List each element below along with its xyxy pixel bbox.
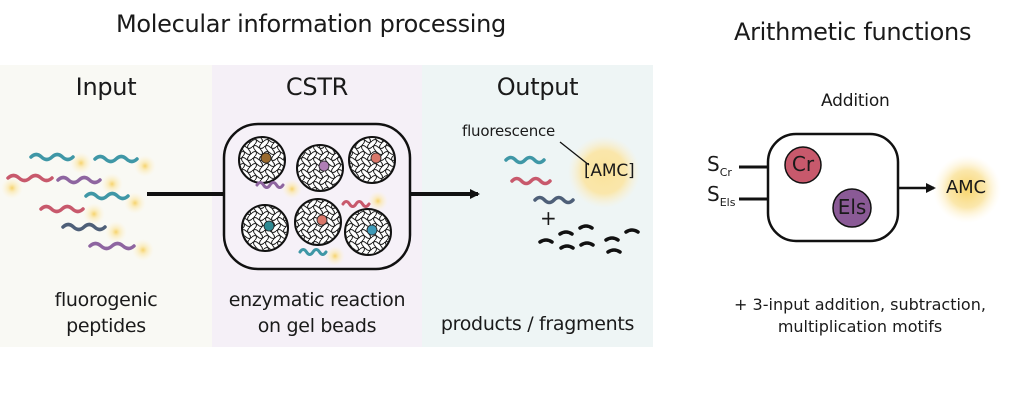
fluorophore-glow: [325, 246, 345, 266]
fragment: [538, 238, 554, 244]
enzyme-els: [832, 188, 872, 228]
output-peptides: [504, 155, 575, 205]
amc-output-label: AMC: [946, 177, 986, 198]
peptide: [533, 195, 575, 205]
cstr-caption-line: enzymatic reaction: [228, 289, 406, 311]
fluorophore-glow: [134, 155, 156, 177]
peptide-fragments: [538, 224, 640, 254]
fluorescence-pointer: [559, 141, 590, 166]
input-scr-label: SCr: [707, 152, 732, 179]
input-sels-label: SEls: [707, 182, 735, 209]
peptide: [504, 155, 546, 165]
output-heading: Output: [496, 73, 579, 101]
enzyme-core: [316, 214, 328, 226]
arithmetic-note-line: multiplication motifs: [777, 317, 943, 336]
arithmetic-note-line: + 3-input addition, subtraction,: [734, 295, 986, 314]
enzyme-core: [263, 220, 275, 232]
input-panel: Input fluorogenic peptides: [0, 65, 212, 347]
fluorophore-glow: [132, 239, 154, 261]
enzyme-core: [260, 152, 272, 164]
input-caption-line: peptides: [66, 315, 146, 337]
peptide: [84, 191, 130, 201]
fragment: [578, 224, 594, 230]
arithmetic-note: + 3-input addition, subtraction, multipl…: [720, 294, 1000, 338]
enzyme-els-label: Els: [837, 195, 867, 219]
fluorophore-glow: [101, 173, 123, 195]
peptide: [29, 152, 75, 162]
input-sels-main: S: [707, 182, 720, 206]
input-caption-line: fluorogenic: [54, 289, 158, 311]
gel-beads: [238, 136, 396, 256]
amc-output-glow: [933, 155, 1001, 223]
peptide: [56, 175, 102, 185]
cstr-peptides: [255, 179, 388, 266]
output-caption-line: products / fragments: [440, 313, 635, 335]
amc-bracket-label: [AMC]: [584, 161, 635, 181]
fragment: [624, 228, 640, 234]
fluorophore-glow: [124, 192, 146, 214]
cstr-caption: enzymatic reaction on gel beads: [212, 287, 422, 339]
peptide: [39, 204, 85, 214]
fluorophore-glow: [105, 221, 127, 243]
input-peptides: [1, 152, 156, 261]
enzyme-core: [366, 224, 378, 236]
peptide: [298, 248, 328, 256]
enzyme-cr-label: Cr: [791, 152, 815, 176]
enzyme-cr: [784, 146, 822, 184]
fluorophore-glow: [368, 191, 388, 211]
addition-label: Addition: [821, 91, 890, 111]
fragment: [559, 244, 575, 250]
enzyme-core: [318, 160, 330, 172]
addition-vessel: [766, 132, 900, 243]
amc-glow: [568, 136, 640, 208]
fluorophore-glow: [1, 177, 23, 199]
fluorophore-glow: [70, 152, 92, 174]
input-scr-main: S: [707, 152, 720, 176]
input-heading: Input: [75, 73, 137, 101]
enzyme-core: [370, 152, 382, 164]
peptide: [93, 154, 139, 164]
section-title-molecular: Molecular information processing: [116, 10, 506, 38]
cstr-heading: CSTR: [285, 73, 349, 101]
input-scr-sub: Cr: [719, 166, 732, 179]
fragment: [606, 248, 622, 254]
peptide: [61, 222, 107, 232]
plus-sign: +: [540, 206, 557, 230]
section-title-arithmetic: Arithmetic functions: [734, 18, 972, 46]
cstr-caption-line: on gel beads: [257, 315, 377, 337]
peptide: [255, 181, 285, 189]
fluorescence-label: fluorescence: [462, 122, 556, 140]
peptide: [510, 176, 552, 186]
fragment: [604, 236, 620, 242]
input-caption: fluorogenic peptides: [0, 287, 212, 339]
fluorophore-glow: [83, 203, 105, 225]
input-sels-sub: Els: [719, 196, 736, 209]
fragment: [558, 230, 574, 236]
peptide: [341, 200, 371, 208]
peptide: [6, 173, 54, 183]
fluorophore-glow: [282, 179, 302, 199]
peptide: [88, 241, 136, 251]
fragment: [579, 241, 595, 247]
output-caption: products / fragments: [422, 311, 653, 337]
